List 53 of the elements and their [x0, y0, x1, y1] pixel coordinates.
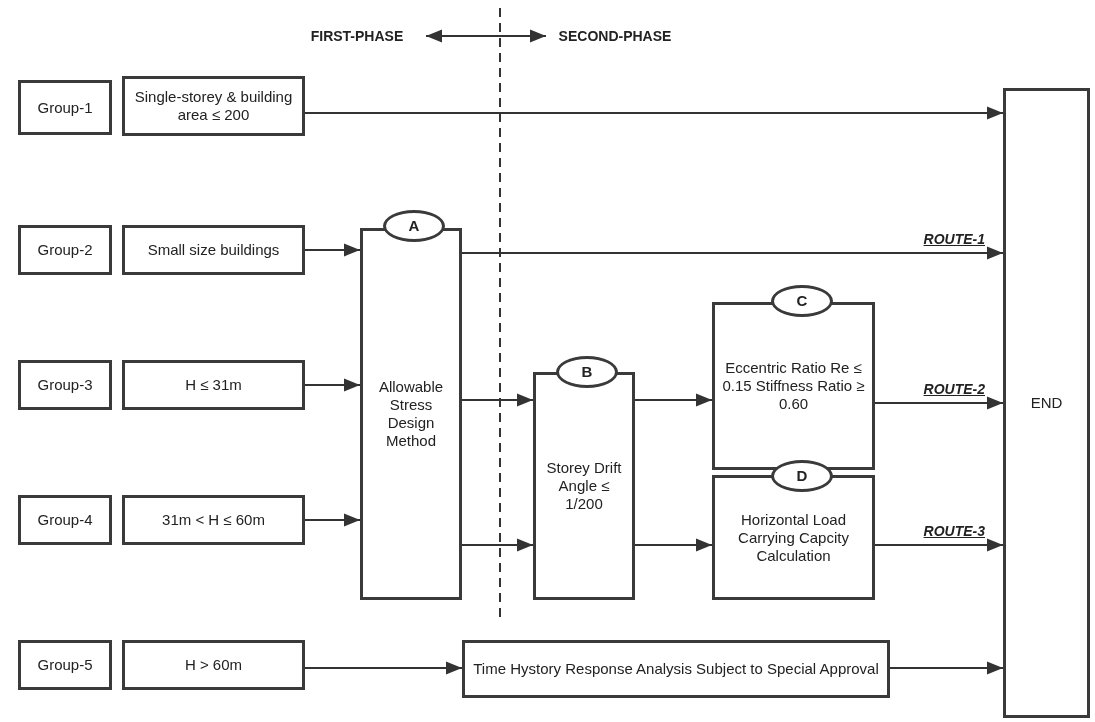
route-label: ROUTE-1 — [921, 231, 987, 247]
node-text: H ≤ 31m — [184, 376, 243, 394]
arrow — [889, 661, 1004, 675]
arrow — [461, 393, 534, 407]
process-box — [122, 360, 305, 410]
node-text: H > 60m — [183, 656, 244, 674]
node-text: Group-4 — [36, 511, 94, 529]
node-text: Eccentric Ratio Re ≤ 0.15 Stiffness Ratio ≥ 0.60 — [721, 359, 866, 413]
process-box — [1003, 88, 1090, 718]
node-text: D — [795, 467, 809, 485]
process-box — [462, 640, 890, 698]
route-label: ROUTE-3 — [921, 523, 987, 539]
node-text: Allowable Stress Design Method — [377, 378, 445, 450]
node-text: Single-storey & building area ≤ 200 — [133, 88, 294, 124]
arrow — [304, 106, 1004, 120]
arrow — [304, 661, 463, 675]
arrow — [634, 538, 713, 552]
phase-label: FIRST-PHASE — [292, 26, 422, 46]
node-text: Group-1 — [36, 98, 94, 117]
step-oval — [771, 285, 833, 317]
step-oval — [556, 356, 618, 388]
node-text: 31m < H ≤ 60m — [161, 511, 266, 529]
arrow — [304, 378, 361, 392]
arrow — [461, 538, 534, 552]
route-label: ROUTE-2 — [921, 381, 987, 397]
arrow — [425, 29, 547, 43]
process-box — [122, 640, 305, 690]
arrow — [304, 513, 361, 527]
node-text: A — [407, 217, 421, 235]
arrow — [874, 538, 1004, 552]
arrow — [461, 246, 1004, 260]
arrow — [304, 243, 361, 257]
node-text: Small size buildings — [146, 241, 281, 259]
process-box — [18, 80, 112, 135]
node-text: Group-3 — [36, 376, 94, 394]
arrow — [634, 393, 713, 407]
process-box — [122, 225, 305, 275]
node-text: Time Hystory Response Analysis Subject to Special Approval — [472, 660, 880, 678]
node-text: Group-5 — [36, 656, 94, 674]
node-text: C — [795, 292, 809, 310]
node-text: Storey Drift Angle ≤ 1/200 — [545, 459, 623, 513]
process-box — [18, 495, 112, 545]
node-text: Horizontal Load Carrying Capcity Calculation — [737, 510, 850, 565]
process-box — [122, 76, 305, 136]
process-box — [18, 225, 112, 275]
process-box — [122, 495, 305, 545]
node-text: Group-2 — [36, 241, 94, 259]
process-box — [18, 360, 112, 410]
phase-label: SECOND-PHASE — [550, 26, 680, 46]
process-box — [18, 640, 112, 690]
node-text: B — [580, 363, 594, 381]
arrow — [874, 396, 1004, 410]
node-text: END — [1029, 394, 1064, 412]
